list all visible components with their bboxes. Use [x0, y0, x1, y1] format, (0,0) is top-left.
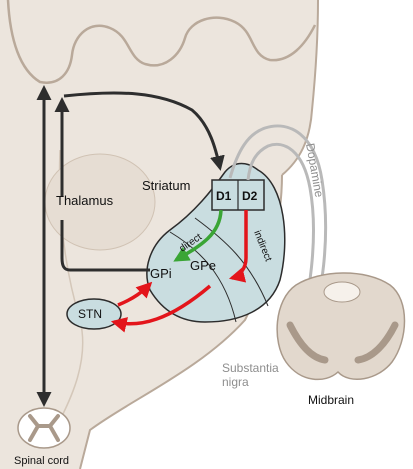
label-d1: D1 [216, 189, 232, 203]
label-gpi: GPi [150, 266, 172, 281]
label-nigra: nigra [222, 375, 249, 389]
label-spinal-cord: Spinal cord [14, 455, 69, 467]
label-thalamus: Thalamus [56, 193, 114, 208]
label-stn: STN [78, 307, 102, 321]
midbrain-aqueduct [324, 282, 360, 302]
label-gpe: GPe [190, 258, 216, 273]
label-d2: D2 [242, 189, 258, 203]
label-midbrain: Midbrain [308, 393, 354, 407]
label-substantia: Substantia [222, 361, 279, 375]
label-striatum: Striatum [142, 178, 190, 193]
